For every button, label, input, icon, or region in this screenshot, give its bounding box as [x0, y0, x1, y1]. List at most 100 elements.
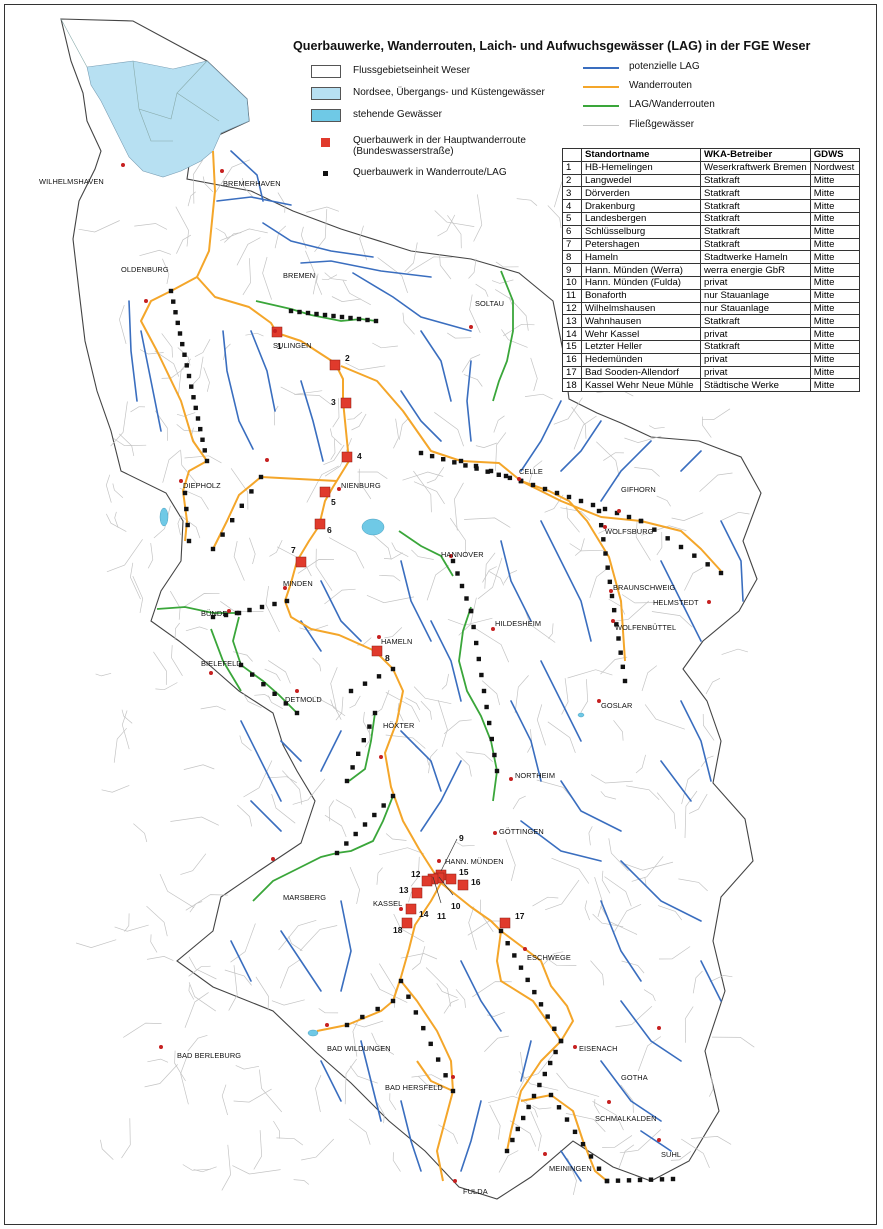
barrier-marker — [421, 1025, 426, 1031]
cell-gdws: Mitte — [809, 211, 860, 226]
stream-segment — [503, 323, 535, 337]
stream-segment — [684, 567, 704, 591]
map-frame: Querbauwerke, Wanderrouten, Laich- und A… — [4, 4, 877, 1225]
stream-segment — [612, 600, 650, 622]
stream-segment — [221, 1144, 231, 1191]
stream-segment — [384, 627, 403, 639]
barrier-marker — [443, 1073, 448, 1078]
stream-segment — [670, 1151, 692, 1161]
barrier-marker — [182, 352, 187, 357]
barrier-number-label: 11 — [437, 911, 446, 921]
stream-segment — [123, 1022, 162, 1038]
stream-segment — [465, 751, 493, 763]
barriers-wanderroute-lag — [168, 288, 724, 1184]
stream-segment — [267, 695, 283, 710]
barrier-marker — [670, 1176, 676, 1182]
barrier-marker — [566, 494, 572, 500]
stream-segment — [264, 668, 281, 681]
stream-segment — [147, 543, 154, 569]
stream-segment — [182, 593, 220, 608]
barrier-marker — [626, 514, 632, 520]
city-label: MINDEN — [283, 579, 313, 588]
stream-segment — [589, 568, 608, 599]
barrier-marker — [193, 405, 198, 411]
cell-standortname: Wilhelmshausen — [581, 301, 701, 316]
city-label: HELMSTEDT — [653, 598, 699, 607]
potential-lag-river — [600, 900, 642, 982]
cell-standortname: HB-Hemelingen — [581, 160, 701, 175]
city-label: BREMERHAVEN — [223, 179, 281, 188]
stream-segment — [678, 878, 708, 892]
stream-segment — [699, 472, 733, 492]
stream-segment — [294, 394, 332, 405]
stream-segment — [306, 465, 339, 503]
stream-segment — [162, 450, 181, 483]
stream-segment — [407, 256, 453, 274]
barrier-marker — [372, 812, 377, 818]
barrier-marker — [622, 678, 628, 684]
potential-lag-river — [460, 1100, 482, 1172]
barrier-marker — [418, 450, 424, 456]
stream-segment — [528, 460, 543, 485]
stream-segment — [182, 1164, 211, 1171]
stream-segment — [657, 905, 683, 921]
stream-segment — [271, 999, 305, 1006]
city-label: GOSLAR — [601, 701, 633, 710]
stream-segment — [114, 924, 149, 932]
barrier-marker — [538, 1002, 544, 1007]
stream-segment — [405, 697, 421, 711]
city-marker — [121, 163, 125, 167]
stream-segment — [364, 727, 370, 748]
cell-gdws: Mitte — [809, 327, 860, 341]
potential-lag-river — [510, 700, 542, 782]
stream-segment — [637, 1036, 662, 1072]
stream-segment — [175, 206, 189, 247]
stream-segment — [530, 1110, 542, 1152]
stream-segment — [561, 678, 569, 715]
barrier-marker — [473, 463, 479, 469]
basin-swatch — [311, 65, 341, 78]
stream-segment — [75, 939, 117, 948]
stream-segment — [235, 1065, 260, 1070]
stream-segment — [428, 749, 438, 774]
stream-segment — [418, 1076, 446, 1089]
barrier-main-marker — [340, 397, 352, 409]
barrier-marker — [458, 458, 464, 464]
barrier-main-marker — [401, 917, 413, 929]
stream-segment — [567, 669, 613, 679]
barrier-marker — [344, 1022, 350, 1028]
barrier-marker — [521, 1115, 526, 1121]
barrier-marker — [537, 1082, 542, 1088]
city-label: GÖTTINGEN — [499, 827, 544, 836]
stream-segment — [144, 1064, 178, 1088]
potential-lag-river — [560, 420, 602, 472]
stream-segment — [426, 565, 449, 601]
stream-segment — [413, 481, 445, 505]
city-marker — [220, 169, 224, 173]
stream-segment — [162, 258, 170, 284]
stream-segment — [592, 913, 624, 928]
stream-segment — [621, 594, 661, 604]
cell-number: 14 — [562, 327, 582, 341]
cell-standortname: Hameln — [581, 250, 701, 265]
stream-segment — [318, 1008, 339, 1014]
barrier-marker — [507, 475, 513, 481]
barrier-marker — [545, 1014, 550, 1019]
stream-segment — [547, 205, 562, 229]
potential-lag-river — [620, 860, 702, 922]
city-label: BAD WILDUNGEN — [327, 1044, 391, 1053]
stream-segment — [110, 401, 128, 447]
stream-segment — [351, 413, 367, 431]
stream-segment — [130, 562, 141, 600]
potential-lag-river — [320, 730, 342, 772]
potential-lag-river — [540, 520, 592, 642]
barrier-marker — [184, 506, 189, 512]
stream-segment — [425, 967, 452, 1007]
lake-swatch — [311, 109, 341, 122]
cell-standortname: Wahnhausen — [581, 314, 701, 329]
barrier-marker — [390, 793, 396, 799]
stream-segment — [604, 876, 632, 907]
cell-standortname: Petershagen — [581, 237, 701, 252]
